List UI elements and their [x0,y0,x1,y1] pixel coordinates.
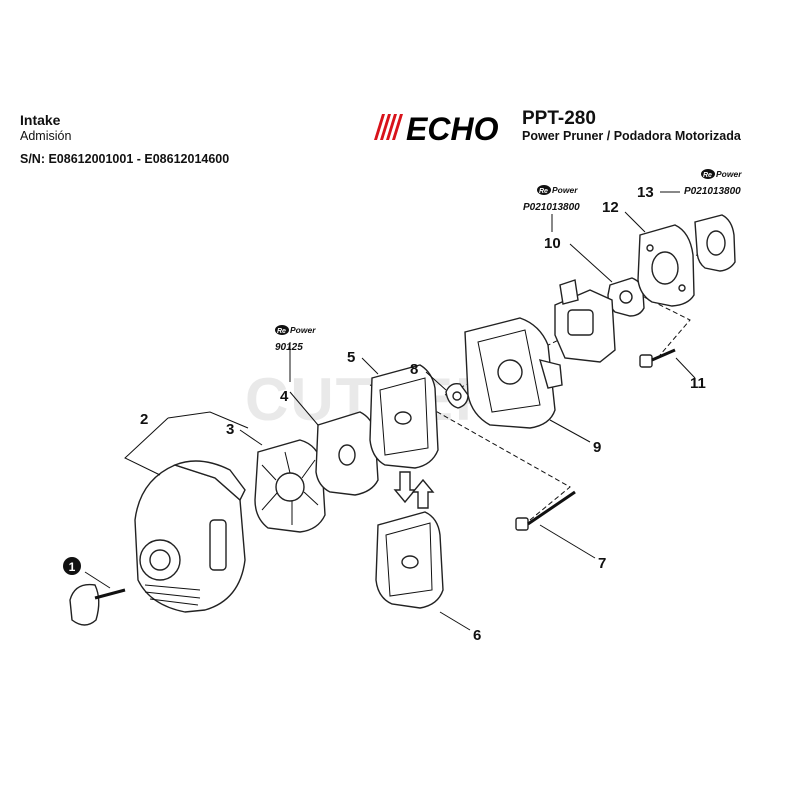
leader-11 [675,357,696,379]
filter-case [254,439,326,533]
callout-7: 7 [598,555,606,572]
insulator-gasket [694,214,736,272]
leader-10 [569,243,613,283]
echo-logo: ECHO [374,111,499,144]
svg-text:Re: Re [277,328,286,335]
small-gasket [445,382,469,409]
svg-text:Re: Re [539,188,548,195]
brand-text: ECHO [406,111,499,144]
assembly-line-bolt [629,289,691,356]
callout-12: 12 [602,199,619,216]
callout-2: 2 [140,411,148,428]
leader-2b [124,417,169,476]
air-cleaner-cover [134,460,246,613]
callout-1-badge [63,557,81,575]
svg-text:Power: Power [552,185,578,195]
carburetor [554,279,616,363]
callout-3: 3 [226,421,234,438]
long-bolt [515,490,576,531]
callout-13: 13 [637,184,654,201]
assembly-line-lower [369,384,571,521]
callout-9: 9 [593,439,601,456]
callout-11: 11 [690,375,706,392]
page-title: Intake [20,112,61,128]
insulator [637,224,695,307]
air-filter-alt [375,511,444,609]
leader-7 [539,524,596,559]
part-number-10: P021013800 [523,202,580,213]
leader-2 [167,411,249,429]
svg-text:Power: Power [290,325,316,335]
repower-badge-4: Re Power 90125 [275,325,316,353]
leader-9 [549,419,591,443]
leader-6 [439,611,471,631]
model-description: Power Pruner / Podadora Motorizada [522,129,741,143]
leader-3 [239,429,263,446]
callout-8: 8 [410,361,418,378]
svg-text:Power: Power [716,169,742,179]
short-bolt [639,348,676,368]
callout-4: 4 [280,388,289,405]
repower-badge-13: Re Power P021013800 [684,169,742,197]
leader-1 [84,571,111,589]
callout-6: 6 [473,627,481,644]
serial-range: S/N: E08612001001 - E08612014600 [20,152,230,166]
foam-filter [315,411,379,496]
callout-5: 5 [347,349,355,366]
model-number: PPT-280 [522,108,596,129]
leader-4 [289,391,319,426]
page-subtitle: Admisión [20,129,72,143]
air-cleaner-base [464,317,563,429]
leader-12 [624,211,646,233]
callout-1: 1 [69,560,76,574]
svg-text:Re: Re [703,172,712,179]
air-filter [369,364,439,469]
callout-10: 10 [544,235,561,252]
cover-knob [69,583,126,626]
part-number-4: 90125 [275,342,303,353]
leader-5 [361,357,379,375]
repower-badge-10: Re Power P021013800 [523,185,580,213]
part-number-13: P021013800 [684,186,741,197]
swap-arrows [393,471,435,509]
leader-8 [425,371,447,391]
